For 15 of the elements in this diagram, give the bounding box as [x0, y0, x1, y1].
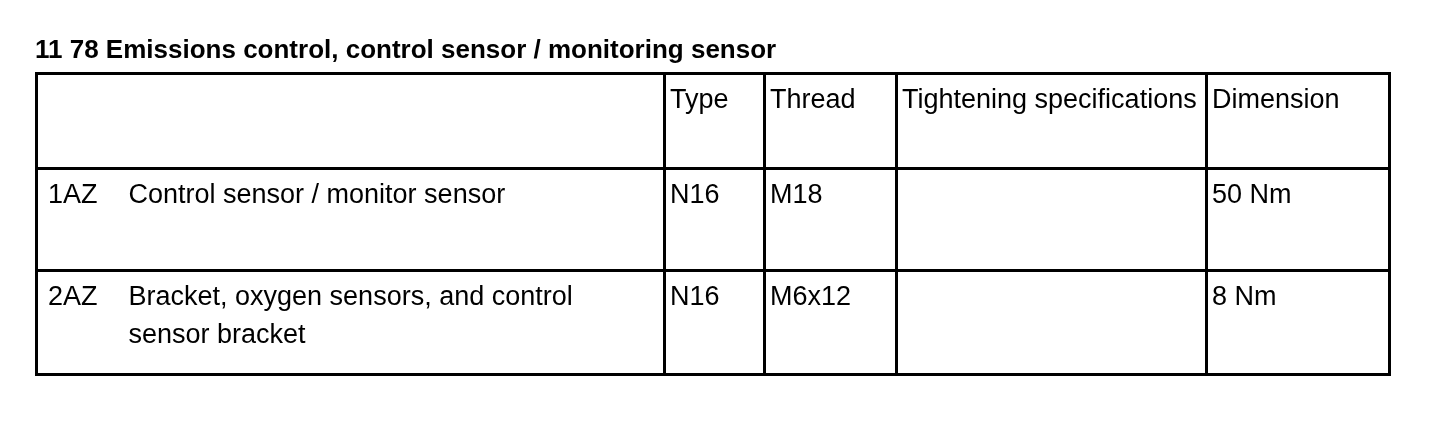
part-description: Control sensor / monitor sensor — [124, 168, 665, 271]
table-title: 11 78 Emissions control, control sensor / monitoring sensor — [35, 34, 777, 65]
part-description: Bracket, oxygen sensors, and control sensor bracket — [124, 270, 665, 375]
type-value: N16 — [664, 168, 765, 271]
item-code: 2AZ — [36, 270, 125, 375]
item-code: 1AZ — [36, 168, 125, 271]
column-header: Type — [664, 73, 765, 169]
column-header: Dimension — [1206, 73, 1390, 169]
torque-value: 50 Nm — [1206, 168, 1390, 271]
column-header: Thread — [764, 73, 897, 169]
thread-value: M18 — [764, 168, 897, 271]
thread-value: M6x12 — [764, 270, 897, 375]
torque-value: 8 Nm — [1206, 270, 1390, 375]
type-value: N16 — [664, 270, 765, 375]
column-header: Tightening specifications — [896, 73, 1207, 169]
